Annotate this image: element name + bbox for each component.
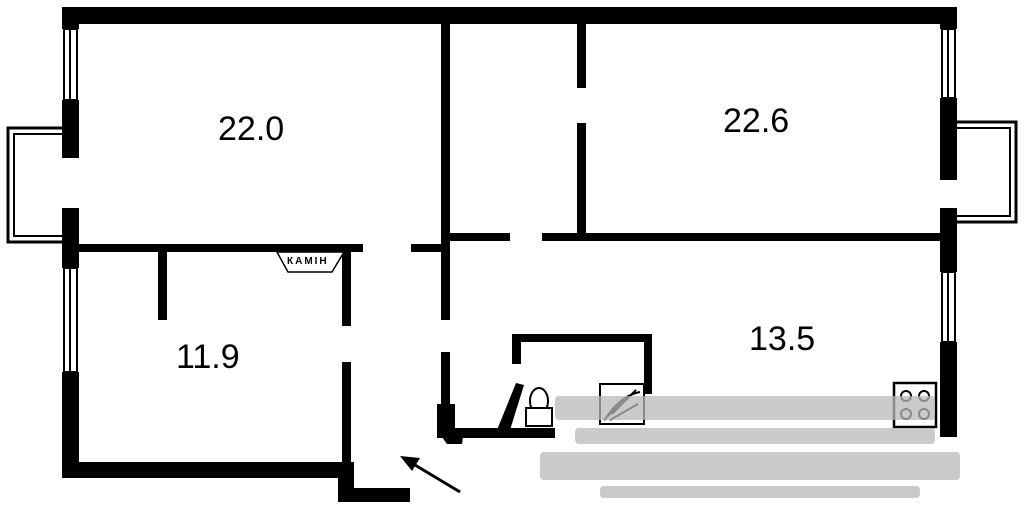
wall-top (62, 7, 957, 24)
interior-walls (79, 20, 942, 466)
wall-left-a (62, 100, 79, 158)
wall-right-b (940, 208, 957, 272)
balcony-right (957, 120, 1018, 224)
wall-left-upper (62, 7, 79, 29)
windows (63, 28, 956, 373)
wall-stub-room-c (158, 252, 167, 320)
wall-right-a (940, 98, 957, 180)
wall-left-c (62, 372, 79, 478)
wall-bath-left (512, 334, 521, 364)
toilet-icon (525, 387, 553, 427)
fireplace: КАМІН (275, 251, 346, 273)
wall-right-top (940, 7, 957, 29)
wall-bottom-left (62, 462, 354, 478)
room-area-22-6: 22.6 (723, 102, 789, 140)
fireplace-label: КАМІН (287, 256, 329, 267)
room-area-22-0: 22.0 (218, 110, 284, 148)
room-area-11-9: 11.9 (176, 338, 240, 376)
wall-room-c-right (342, 252, 351, 326)
wall-bath-right (644, 334, 652, 394)
balconies (6, 120, 1018, 244)
wall-right-c (940, 342, 957, 437)
watermark (540, 396, 960, 498)
wall-bath-bottom (455, 428, 555, 438)
wall-mid-horizontal-left (79, 244, 363, 252)
wall-center-vertical (441, 20, 450, 320)
balcony-left (6, 126, 62, 244)
wall-left-b (62, 208, 79, 268)
room-area-13-5: 13.5 (749, 320, 815, 358)
wall-entry-pillar (437, 404, 455, 438)
fireplace-icon (275, 251, 346, 273)
wall-room-b-left (577, 20, 586, 88)
wall-bath-top (512, 334, 652, 342)
wall-bottom-entry (338, 488, 410, 502)
wall-bath-diagonal (497, 383, 524, 430)
wall-mid-horizontal-right (450, 233, 510, 241)
entrance-arrow-icon (400, 456, 461, 494)
outer-walls (62, 7, 957, 502)
